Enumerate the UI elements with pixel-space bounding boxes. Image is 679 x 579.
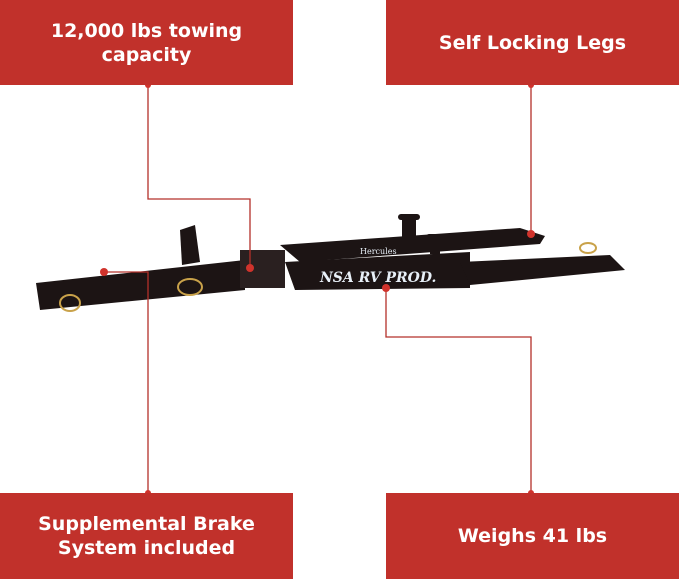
callout-label: Self Locking Legs	[438, 31, 627, 54]
brand-text: NSA RV PROD.	[319, 270, 436, 286]
callout-lines	[104, 85, 532, 493]
callout-towing-capacity: 12,000 lbs towing capacity	[0, 0, 293, 85]
callout-label: Weighs 41 lbs	[457, 525, 608, 547]
callout-label: 12,000 lbs towing capacity	[50, 19, 243, 66]
callout-label: Supplemental Brake System included	[38, 513, 255, 559]
tow-bar-image	[36, 214, 625, 312]
callout-brake-system: Supplemental Brake System included	[0, 493, 293, 579]
callout-weight: Weighs 41 lbs	[386, 493, 679, 579]
model-text: Hercules	[360, 247, 397, 256]
callout-self-locking-legs: Self Locking Legs	[386, 0, 679, 85]
